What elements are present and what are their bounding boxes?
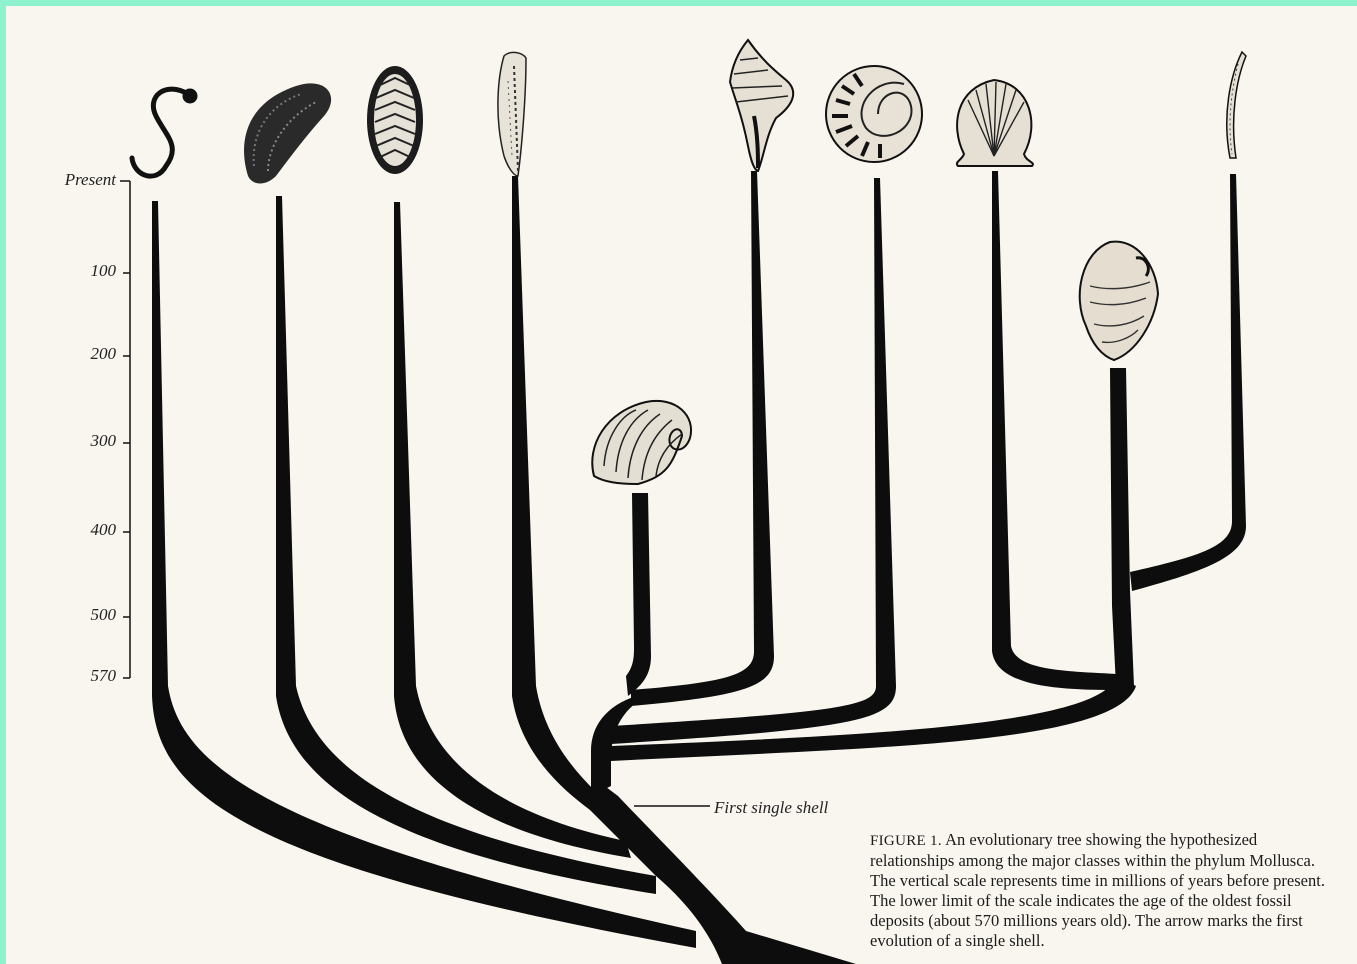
tusk-shell-icon — [498, 52, 526, 176]
s-shaped-worm-mollusc-icon — [132, 89, 195, 176]
figure-label: FIGURE 1. — [870, 833, 942, 849]
scale-label-500: 500 — [6, 605, 116, 625]
whelk-snail-icon — [730, 40, 793, 171]
branch-monoplacophora — [626, 493, 651, 696]
coiled-fossil-shell-icon — [592, 401, 691, 484]
scale-label-300: 300 — [6, 431, 116, 451]
scale-label-100: 100 — [6, 261, 116, 281]
time-scale-axis — [120, 181, 130, 678]
scale-label-400: 400 — [6, 520, 116, 540]
chiton-icon — [367, 66, 423, 174]
nautilus-icon — [826, 66, 922, 162]
figure-page: Present 100 200 300 400 500 570 First si… — [6, 6, 1357, 964]
scale-label-570: 570 — [6, 666, 116, 686]
mollusca-tree-diagram — [6, 6, 1357, 964]
clam-shell-icon — [1080, 242, 1158, 360]
figure-caption: FIGURE 1. An evolutionary tree showing t… — [870, 830, 1340, 951]
branch-clam — [1110, 368, 1134, 686]
fuzzy-slug-mollusc-icon — [244, 83, 331, 183]
branch-thin-shell — [1130, 174, 1246, 591]
thin-curved-shell-icon — [1227, 52, 1246, 158]
scallop-icon — [957, 80, 1033, 166]
scale-label-200: 200 — [6, 344, 116, 364]
scale-label-present: Present — [6, 170, 116, 190]
first-single-shell-label: First single shell — [714, 798, 828, 818]
